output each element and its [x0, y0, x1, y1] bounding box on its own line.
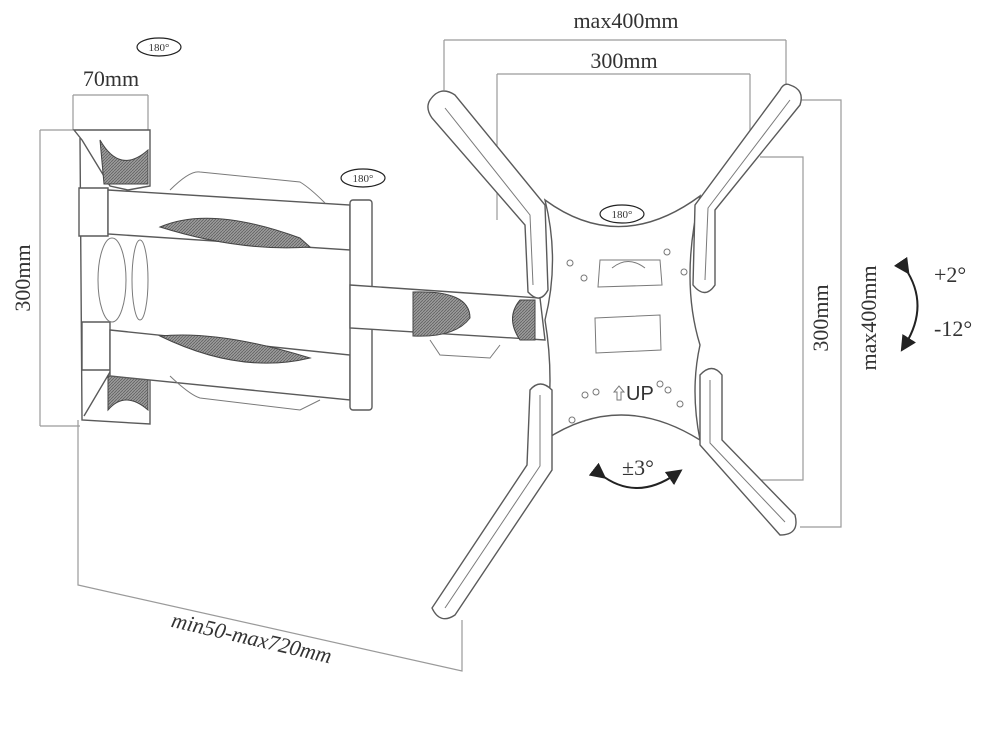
- dim-wall-width: [72, 94, 149, 130]
- level-arrow-icon: [588, 462, 683, 489]
- up-label: UP: [626, 383, 654, 405]
- vesa-h-inner-label: 300mm: [590, 48, 657, 73]
- wall-plate: [72, 129, 151, 425]
- vesa-h-outer-label: max400mm: [573, 8, 678, 33]
- tilt-arrow-icon: [893, 256, 919, 352]
- screw-holes: [566, 248, 688, 424]
- center-cutout: [594, 314, 662, 354]
- tilt-up-label: +2°: [934, 262, 966, 287]
- wall-swivel-label: 180°: [149, 42, 170, 54]
- lower-arm-grip: [158, 334, 312, 364]
- vesa-v-inner-label: 300mm: [808, 284, 833, 351]
- vesa-v-outer-label: max400mm: [856, 265, 881, 370]
- arm-assembly: [107, 171, 546, 411]
- upper-arm-grip: [158, 217, 312, 249]
- dim-vesa-v-inner: [760, 156, 804, 481]
- extension-label: min50-max720mm: [169, 607, 334, 668]
- arm-swivel-label: 180°: [353, 173, 374, 185]
- forearm-grip: [412, 291, 471, 337]
- rotation-arrows: [136, 37, 919, 489]
- plate-rotation-label: 180°: [612, 209, 633, 221]
- level-adjust-label: ±3°: [622, 455, 654, 480]
- vesa-bracket-bottom-left: [431, 383, 553, 620]
- dim-wall-height: [39, 129, 80, 427]
- wall-height-label: 300mm: [10, 244, 35, 311]
- tilt-down-label: -12°: [934, 316, 972, 341]
- plate-rotation-icon: [599, 204, 645, 224]
- arm-swivel-icon: [340, 168, 386, 188]
- vesa-bracket-top-right: [692, 83, 802, 294]
- vesa-bracket-top-left: [427, 90, 549, 299]
- dim-extension: [77, 420, 463, 672]
- dimension-lines: [39, 39, 842, 672]
- wall-width-label: 70mm: [83, 66, 139, 91]
- up-arrow-icon: [612, 385, 626, 401]
- vesa-bracket-bottom-right: [699, 367, 797, 536]
- dim-vesa-h-outer: [443, 39, 787, 90]
- wall-swivel-icon: [136, 37, 182, 57]
- dim-vesa-v-outer: [800, 99, 842, 528]
- tv-plate: [543, 194, 702, 442]
